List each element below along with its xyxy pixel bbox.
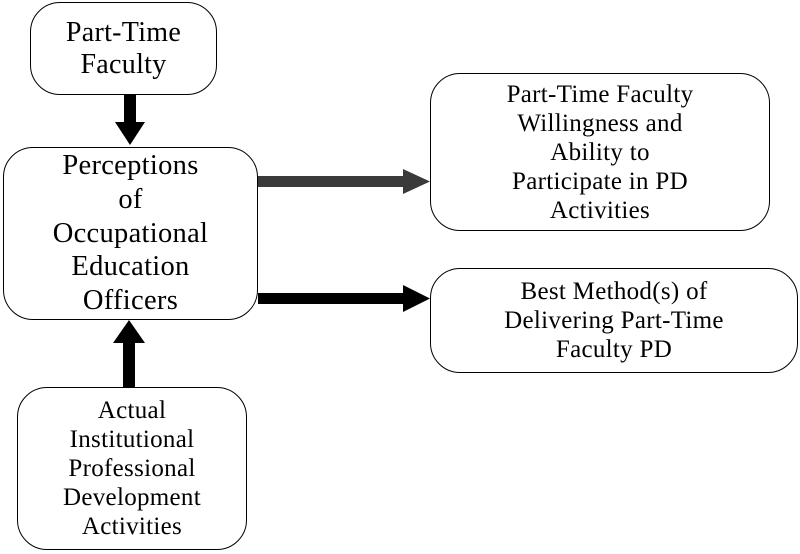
arrow-perceptions-to-best-methods xyxy=(258,285,430,312)
node-best-methods: Best Method(s) of Delivering Part-Time F… xyxy=(430,268,798,373)
node-perceptions: Perceptions of Occupational Education Of… xyxy=(3,147,258,320)
arrow-actual-to-perceptions xyxy=(113,320,145,387)
node-willingness-label: Part-Time Faculty Willingness and Abilit… xyxy=(506,80,694,224)
node-actual-activities: Actual Institutional Professional Develo… xyxy=(17,387,247,550)
node-part-time-faculty: Part-Time Faculty xyxy=(30,2,217,95)
arrow-parttime-to-perceptions xyxy=(115,95,145,145)
node-actual-activities-label: Actual Institutional Professional Develo… xyxy=(63,397,201,540)
node-part-time-faculty-label: Part-Time Faculty xyxy=(65,16,182,80)
node-best-methods-label: Best Method(s) of Delivering Part-Time F… xyxy=(504,278,724,363)
node-perceptions-label: Perceptions of Occupational Education Of… xyxy=(52,150,209,316)
arrow-perceptions-to-willingness xyxy=(258,169,430,194)
node-willingness: Part-Time Faculty Willingness and Abilit… xyxy=(430,73,770,231)
